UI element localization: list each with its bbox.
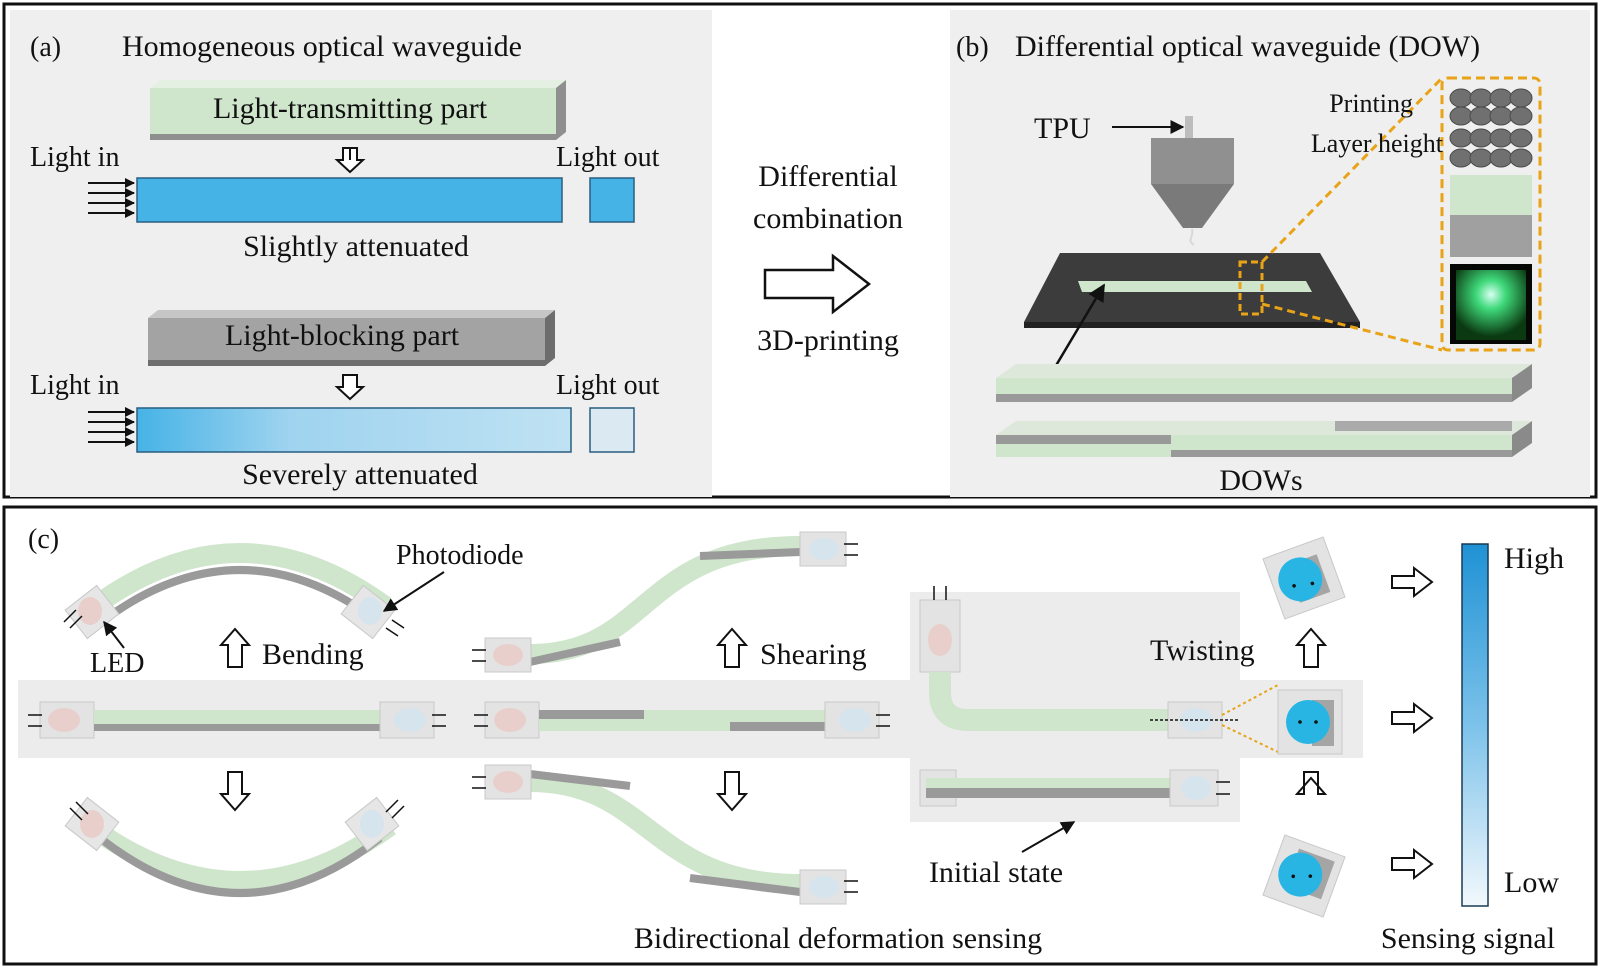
twisting-up-arrow: [1294, 627, 1328, 668]
bending-up-arrow: [218, 627, 252, 668]
high-label: High: [1504, 542, 1564, 575]
led-pointer: [103, 620, 125, 649]
middle-transition: Differential combination 3D-printing: [753, 160, 903, 357]
dow-bar-1: [996, 364, 1532, 402]
waveguide-transmitting: [136, 177, 563, 223]
severely-attenuated-caption: Severely attenuated: [242, 458, 478, 491]
led-label: LED: [90, 648, 144, 679]
panel-b: (b) Differential optical waveguide (DOW)…: [950, 10, 1590, 497]
light-out-label-bottom: Light out: [556, 370, 660, 401]
light-blocking-label: Light-blocking part: [225, 319, 460, 352]
light-in-label-bottom: Light in: [30, 370, 119, 401]
panel-b-label: (b): [956, 32, 989, 63]
bend-up-waveguide: [89, 543, 391, 615]
print-platform-edge: [1024, 322, 1360, 328]
zoom-inset-frame: [1440, 76, 1542, 352]
low-label: Low: [1504, 866, 1559, 899]
sensing-signal-label: Sensing signal: [1381, 922, 1555, 955]
twisting-down-arrow: [1294, 771, 1328, 795]
tpu-label: TPU: [1034, 112, 1091, 145]
bidirectional-sensing-caption: Bidirectional deformation sensing: [634, 922, 1042, 955]
panel-b-title: Differential optical waveguide (DOW): [1015, 30, 1480, 63]
down-hollow-arrow-top: [334, 147, 366, 174]
zoom-marker: [1238, 260, 1264, 316]
light-in-label-top: Light in: [30, 142, 119, 173]
signal-arrow-high: [1391, 565, 1434, 599]
panel-a-frame: [2, 2, 1598, 499]
light-transmitting-block: [150, 80, 566, 140]
signal-arrow-low: [1391, 847, 1434, 881]
photodiode-label: Photodiode: [396, 540, 524, 571]
dows-label: DOWs: [1219, 464, 1302, 497]
shearing-up-arrow: [715, 627, 749, 668]
panel-c-frame: [2, 505, 1598, 966]
photodiode-pointer: [382, 571, 445, 612]
shear-down-waveguide: [529, 772, 801, 894]
light-transmitting-label: Light-transmitting part: [213, 92, 488, 125]
inset-gray-layer: [1450, 215, 1532, 257]
light-out-label-top: Light out: [556, 142, 660, 173]
inset-green-layer: [1450, 175, 1532, 215]
panel-c-label: (c): [28, 524, 59, 555]
twisting-group: Initial state Twisting: [919, 536, 1346, 918]
shearing-group: Shearing: [472, 531, 890, 905]
light-out-box-top: [589, 177, 635, 223]
initial-state-label: Initial state: [929, 856, 1063, 889]
light-in-arrows-top: [88, 178, 135, 218]
bending-down-arrow: [218, 771, 252, 812]
cross-section-down: [1262, 834, 1346, 918]
panel-a-label: (a): [30, 32, 61, 63]
printing-label: Printing: [1329, 89, 1413, 118]
zoom-line-top: [1260, 76, 1444, 264]
zoom-line-bottom: [1261, 302, 1443, 352]
printer-nozzle: [1151, 116, 1234, 246]
differential-text: Differential: [758, 160, 897, 193]
shearing-down-arrow: [715, 771, 749, 812]
inset-glow-light: [1456, 270, 1526, 340]
bending-group: Photodiode LED Bending: [28, 540, 524, 897]
panel-a-title: Homogeneous optical waveguide: [122, 30, 522, 63]
initial-state-pointer: [1021, 821, 1076, 853]
panel-c: (c) Photodiode LED Bending: [2, 505, 1598, 966]
sensing-signal-bar: [1461, 543, 1489, 907]
right-hollow-arrow: [763, 253, 872, 315]
bend-down-waveguide: [84, 817, 396, 891]
twisting-label: Twisting: [1150, 634, 1255, 667]
bending-label: Bending: [262, 638, 364, 671]
slightly-attenuated-caption: Slightly attenuated: [243, 230, 469, 263]
twist-zoom-line-top: [1221, 684, 1279, 716]
printed-dow-on-platform: [1078, 281, 1312, 292]
dow-bar-2: [996, 421, 1532, 457]
combination-text: combination: [753, 202, 903, 235]
3d-printing-text: 3D-printing: [757, 324, 899, 357]
cross-section-center: [1277, 689, 1343, 755]
light-in-arrows-bottom: [88, 407, 135, 447]
twist-zoom-line-bottom: [1221, 724, 1279, 753]
shearing-label: Shearing: [760, 638, 867, 671]
l-shaped-waveguide: [929, 672, 1168, 731]
light-blocking-block: [148, 310, 555, 366]
down-hollow-arrow-bottom: [334, 374, 366, 401]
waveguide-blocking: [136, 407, 572, 453]
cross-section-up: [1262, 536, 1346, 620]
signal-arrows: [1391, 565, 1434, 881]
panel-a: (a) Homogeneous optical waveguide Light-…: [2, 2, 1598, 499]
layer-height-label: Layer height: [1311, 129, 1444, 158]
light-out-box-bottom: [589, 407, 635, 453]
layer-circles-stack: [1449, 88, 1533, 168]
signal-arrow-mid: [1391, 701, 1434, 735]
